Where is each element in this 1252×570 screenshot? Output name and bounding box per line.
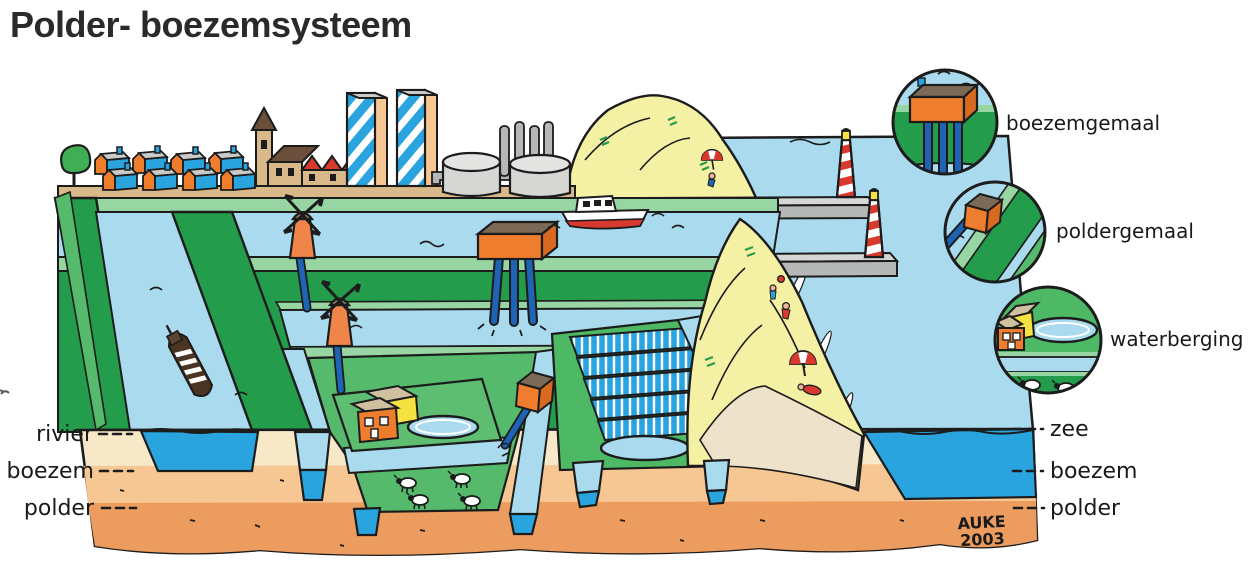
dune-lower <box>686 217 866 492</box>
legend-waterberging: waterberging <box>993 285 1243 395</box>
boezemgemaal-building <box>474 219 561 337</box>
skyscrapers <box>345 88 438 188</box>
church-icon <box>250 105 321 187</box>
label-boezem-left: boezem <box>7 459 94 484</box>
person-lying <box>797 383 822 396</box>
river <box>53 190 314 432</box>
canal-boat-icon <box>547 194 665 230</box>
river-cut <box>139 429 260 473</box>
label-polder-left: polder <box>24 496 95 521</box>
svg-text:AUKE: AUKE <box>957 512 1006 533</box>
label-rivier: rivier <box>36 422 94 447</box>
houses-row <box>94 145 256 191</box>
bird-icon <box>0 389 10 395</box>
dune-grass <box>599 115 710 172</box>
greenhouse-basin <box>599 434 691 462</box>
windmill-blades <box>282 194 324 236</box>
poldergemaal-building <box>497 370 557 457</box>
label-polder-right: polder <box>1050 496 1121 521</box>
page-title: Polder- boezemsysteem <box>10 4 412 45</box>
label-boezem-right: boezem <box>1050 459 1137 484</box>
person-on-dune <box>707 172 716 188</box>
legend-label-poldergemaal: poldergemaal <box>1056 219 1194 243</box>
label-zee: zee <box>1050 417 1089 442</box>
tree-icon <box>60 144 92 185</box>
skyline <box>57 88 759 216</box>
beach-ball <box>776 275 785 284</box>
legend-boezemgemaal: boezemgemaal <box>891 68 1160 176</box>
legend-label-boezemgemaal: boezemgemaal <box>1006 111 1160 135</box>
cargo-ship-icon <box>165 324 214 398</box>
inner-polder <box>306 350 542 514</box>
storage-tanks <box>441 151 572 199</box>
cross-section-cuts <box>139 428 731 537</box>
farmhouse-icon <box>349 384 420 444</box>
legend-label-waterberging: waterberging <box>1110 327 1243 351</box>
level-labels-right: zee boezem polder <box>1011 417 1137 521</box>
windmill-icon <box>282 194 324 313</box>
dune-grass <box>704 245 756 368</box>
windmill-icon <box>319 280 361 395</box>
beach-people <box>769 275 791 320</box>
artist-signature: AUKE 2003 <box>957 512 1006 550</box>
level-labels-left: rivier boezem polder <box>7 422 138 521</box>
svg-text:2003: 2003 <box>960 529 1005 550</box>
